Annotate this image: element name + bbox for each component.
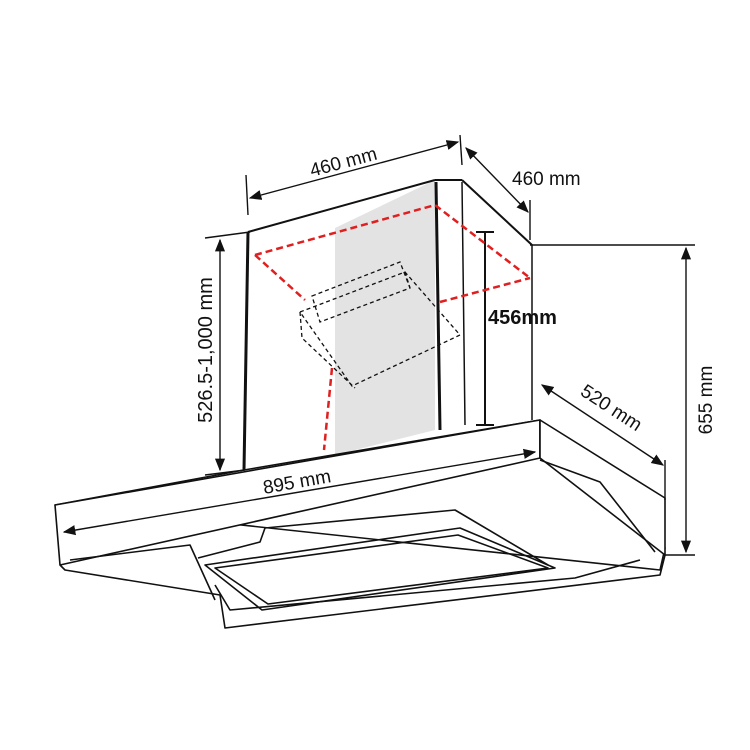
hood-depth-arrow: [540, 384, 665, 466]
chimney-corner-edge: [434, 181, 442, 431]
hood-canopy: [54, 419, 666, 629]
duct-outline-right: [439, 276, 531, 304]
filter-panel-inner: [214, 534, 549, 605]
chimney-right-edge: [461, 181, 466, 426]
canopy-side-face: [539, 419, 666, 556]
chimney-width-ext-left: [245, 174, 249, 216]
filter-panel: [204, 527, 556, 611]
hood-width-arrow: [62, 448, 537, 536]
duct-opening-outline: [254, 203, 531, 451]
chimney-height-label: 526.5-1,000 mm: [195, 277, 217, 423]
chimney-height-ext-top: [204, 231, 251, 239]
chimney-left-edge: [242, 231, 250, 471]
canopy-inner-right: [539, 459, 656, 553]
chimney-depth-label: 460 mm: [512, 169, 581, 190]
chimney-shaded-face: [335, 180, 435, 455]
duct-outline-front: [254, 254, 306, 301]
underside-rim: [214, 559, 641, 611]
duct-outline-top: [254, 203, 531, 279]
canopy-bottom-outline: [59, 554, 666, 629]
canopy-inner-left: [69, 544, 216, 601]
chimney-right-face: [435, 180, 532, 430]
total-height-label: 655 mm: [696, 366, 717, 435]
chimney: [242, 179, 533, 471]
chimney-width-ext-right: [459, 134, 463, 166]
motor-box-outline: [298, 261, 462, 389]
chimney-depth-arrow: [465, 147, 529, 213]
dimension-lines: [62, 134, 695, 556]
inner-bracket-height-label: 456mm: [488, 307, 557, 329]
chimney-width-label: 460 mm: [308, 144, 380, 182]
chimney-width-arrow: [248, 140, 460, 200]
duct-outline-drop: [322, 367, 334, 451]
hood-depth-label: 520 mm: [576, 381, 645, 436]
